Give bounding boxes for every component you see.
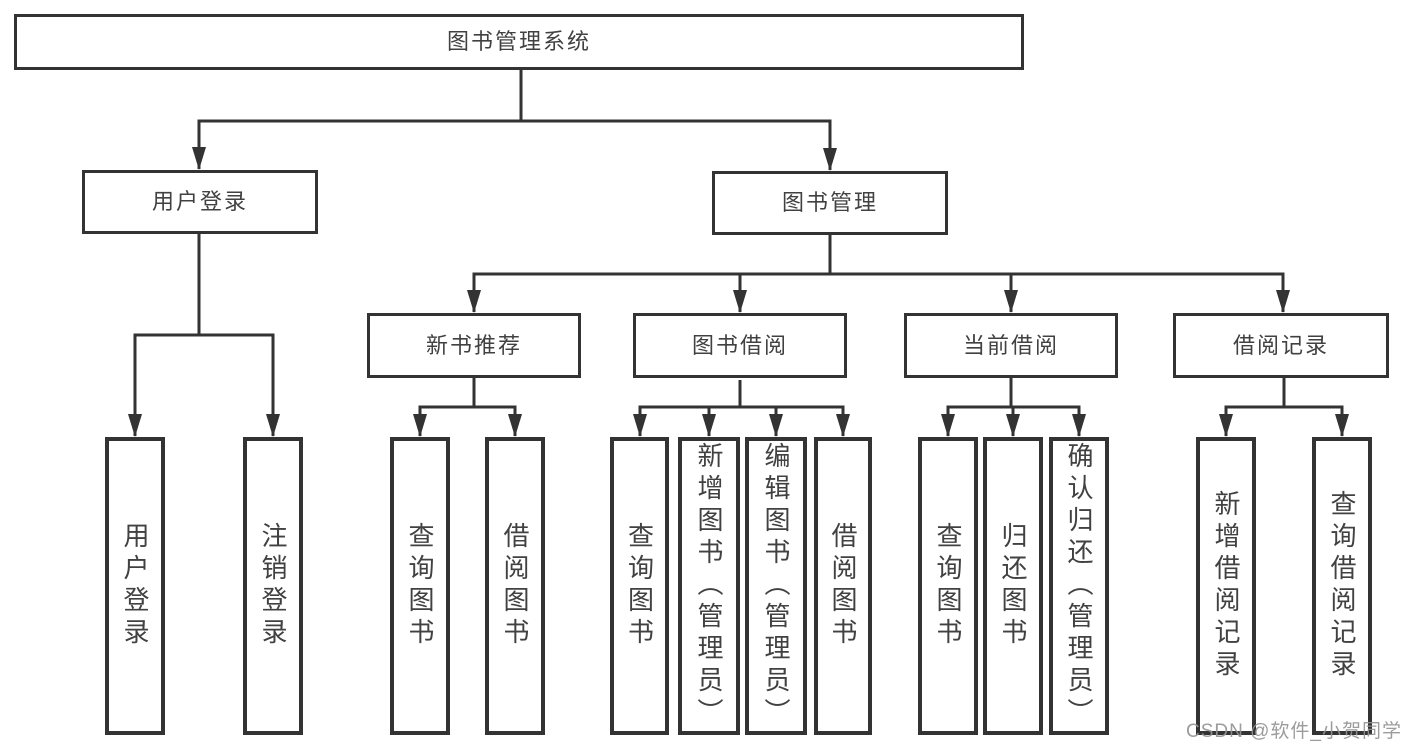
leaf-bb-add-book-admin: 新增图书（管理员） (678, 437, 740, 735)
node-current-borrowing: 当前借阅 (904, 313, 1118, 378)
leaf-cb-confirm-return-admin: 确认归还（管理员） (1049, 437, 1109, 735)
node-book-management: 图书管理 (712, 171, 948, 235)
node-new-book-recommend: 新书推荐 (367, 313, 581, 378)
leaf-br-query-borrow-record: 查询借阅记录 (1312, 437, 1372, 735)
leaf-bb-borrow-books: 借阅图书 (814, 437, 872, 735)
node-book-borrowing: 图书借阅 (633, 313, 847, 378)
leaf-logout: 注销登录 (243, 437, 303, 735)
leaf-br-add-borrow-record: 新增借阅记录 (1196, 437, 1256, 735)
leaf-cb-query-books: 查询图书 (918, 437, 978, 735)
leaf-user-login: 用户登录 (105, 437, 165, 735)
node-user-login: 用户登录 (82, 170, 318, 234)
leaf-bb-edit-book-admin: 编辑图书（管理员） (745, 437, 807, 735)
leaf-nb-borrow-books: 借阅图书 (485, 437, 545, 735)
node-library-management-system: 图书管理系统 (14, 14, 1024, 70)
csdn-watermark: CSDN @软件_小贺同学 (1186, 721, 1402, 742)
node-borrowing-records: 借阅记录 (1173, 313, 1389, 378)
leaf-cb-return-books: 归还图书 (983, 437, 1043, 735)
leaf-bb-query-books: 查询图书 (610, 437, 669, 735)
leaf-nb-query-books: 查询图书 (390, 437, 450, 735)
